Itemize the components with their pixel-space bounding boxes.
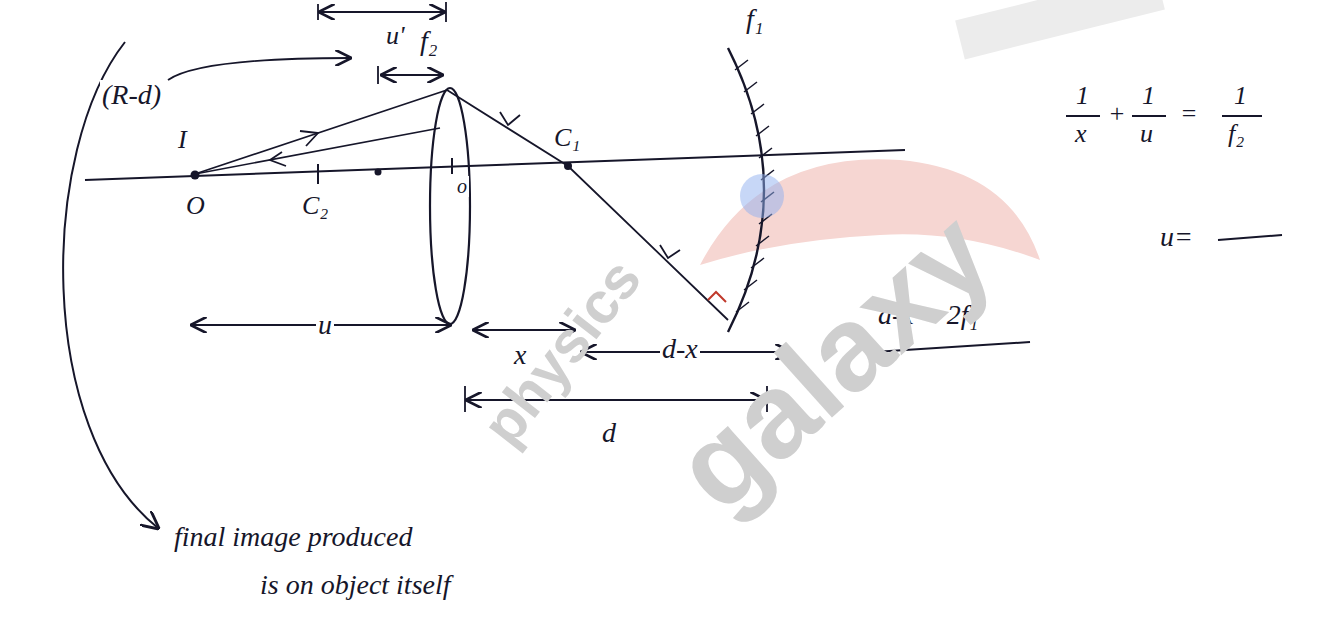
fraction-bar — [1066, 115, 1100, 117]
object-point — [191, 171, 200, 180]
dimension-label: (R-d) — [100, 80, 163, 109]
dimension-label: u — [316, 310, 334, 339]
watermark: galaxy — [650, 187, 1015, 533]
dimension-tick — [317, 4, 319, 20]
highlight-circle — [740, 174, 784, 218]
equation-term: = — [1178, 100, 1200, 127]
centre-point — [564, 162, 572, 170]
pointer-arrow — [168, 58, 350, 80]
ray-arrow — [300, 131, 318, 146]
point-label: C₁ — [552, 124, 582, 151]
point-label: C₂ — [300, 192, 330, 219]
fraction-bar — [1132, 115, 1166, 117]
axis-tick — [451, 158, 453, 174]
equation-term: f₂ — [1226, 120, 1246, 147]
focal-length-label: f₂ — [418, 26, 440, 55]
dimension-tick — [377, 66, 379, 84]
ray-arrow — [270, 152, 286, 166]
convex-lens — [430, 88, 470, 324]
point-label: o — [455, 176, 469, 197]
point-label: I — [176, 126, 189, 153]
right-angle-mark — [708, 292, 726, 302]
principal-axis — [85, 150, 905, 180]
focus-point — [375, 169, 382, 176]
ray-arrow — [660, 245, 680, 258]
ray-arrow — [500, 112, 520, 125]
equation-term: + — [1106, 100, 1128, 127]
note-text: final image produced — [172, 522, 414, 551]
equation-term: 1 — [1074, 82, 1091, 109]
axis-tick — [317, 164, 319, 184]
equation-term: 1 — [1140, 82, 1157, 109]
note-text: is on object itself — [258, 570, 453, 599]
equation-term: 1 — [1232, 82, 1249, 109]
fraction-bar — [1222, 115, 1262, 117]
callout-arrow — [63, 42, 158, 528]
dimension-label: d — [600, 418, 618, 447]
equation: u= — [1158, 222, 1195, 251]
equation-term: x — [1073, 120, 1089, 147]
dimension-tick — [445, 2, 447, 22]
dimension-tick — [464, 386, 466, 412]
blank-line — [1218, 235, 1282, 240]
dimension-line — [320, 11, 444, 13]
watermark-stripe — [960, 0, 1160, 40]
equation-term: u — [1138, 120, 1155, 147]
dimension-label: d-x — [660, 334, 700, 363]
dimension-line — [382, 74, 442, 76]
focal-length-label: f₁ — [744, 4, 766, 33]
point-label: O — [184, 192, 207, 219]
dimension-label: u' — [384, 22, 407, 49]
light-ray — [195, 90, 447, 174]
